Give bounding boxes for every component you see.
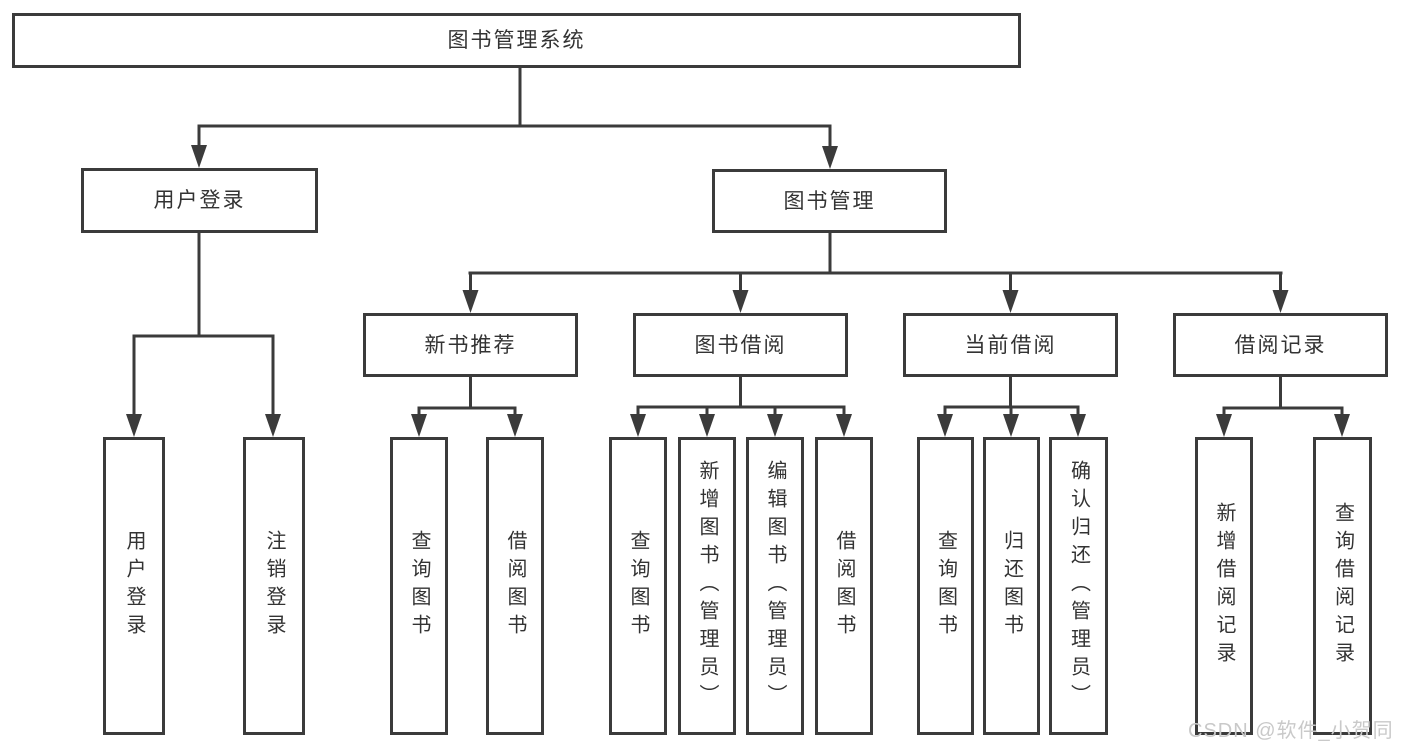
leaf-label: 用户登录	[123, 530, 145, 642]
leaf-confirm-return-admin: 确认归还（管理员）	[1049, 437, 1108, 735]
arrow-down-icon	[1002, 290, 1019, 313]
node-label: 新书推荐	[424, 333, 517, 357]
arrow-down-icon	[732, 290, 749, 313]
leaf-label: 查询图书	[627, 530, 649, 642]
leaf-label: 查询借阅记录	[1331, 502, 1354, 670]
leaf-add-borrow-record: 新增借阅记录	[1195, 437, 1253, 735]
leaf-label: 新增图书（管理员）	[696, 460, 718, 712]
arrow-down-icon	[191, 145, 207, 168]
leaf-add-book-admin: 新增图书（管理员）	[678, 437, 736, 735]
leaf-label: 新增借阅记录	[1213, 502, 1235, 670]
node-library-management-system: 图书管理系统	[12, 13, 1021, 68]
arrow-down-icon	[126, 414, 142, 437]
leaf-edit-book-admin: 编辑图书（管理员）	[746, 437, 804, 735]
leaf-label: 确认归还（管理员）	[1067, 460, 1090, 712]
arrowheads	[126, 145, 1350, 437]
node-new-book-recommend: 新书推荐	[363, 313, 578, 377]
leaf-label: 查询图书	[408, 530, 430, 642]
arrow-down-icon	[822, 146, 838, 169]
node-borrowing-records: 借阅记录	[1173, 313, 1388, 377]
leaf-logout: 注销登录	[243, 437, 305, 735]
leaf-label: 借阅图书	[833, 530, 855, 642]
node-book-management: 图书管理	[712, 169, 947, 233]
leaf-user-login: 用户登录	[103, 437, 165, 735]
node-label: 图书管理	[783, 189, 876, 213]
leaf-query-books-recommend: 查询图书	[390, 437, 448, 735]
leaf-label: 注销登录	[263, 530, 285, 642]
arrow-down-icon	[1003, 414, 1019, 437]
arrow-down-icon	[1334, 414, 1350, 437]
arrow-down-icon	[265, 414, 281, 437]
arrow-down-icon	[507, 414, 523, 437]
leaf-borrow-books: 借阅图书	[815, 437, 873, 735]
leaf-query-borrow-record: 查询借阅记录	[1313, 437, 1372, 735]
arrow-down-icon	[630, 414, 646, 437]
leaf-label: 借阅图书	[504, 530, 526, 642]
leaf-borrow-books-recommend: 借阅图书	[486, 437, 544, 735]
arrow-down-icon	[411, 414, 427, 437]
arrow-down-icon	[699, 414, 715, 437]
arrow-down-icon	[462, 290, 479, 313]
arrow-down-icon	[1272, 290, 1289, 313]
arrow-down-icon	[1070, 414, 1086, 437]
leaf-label: 归还图书	[1000, 530, 1023, 642]
node-user-login: 用户登录	[81, 168, 318, 233]
node-current-borrowing: 当前借阅	[903, 313, 1118, 377]
node-label: 借阅记录	[1234, 333, 1327, 357]
leaf-query-books-current: 查询图书	[917, 437, 974, 735]
leaf-query-books-borrow: 查询图书	[609, 437, 667, 735]
arrow-down-icon	[937, 414, 953, 437]
leaf-label: 编辑图书（管理员）	[764, 460, 786, 712]
leaf-return-books: 归还图书	[983, 437, 1040, 735]
node-label: 图书管理系统	[447, 29, 586, 52]
node-book-borrowing: 图书借阅	[633, 313, 848, 377]
arrow-down-icon	[1216, 414, 1232, 437]
arrow-down-icon	[836, 414, 852, 437]
node-label: 图书借阅	[694, 333, 787, 357]
node-label: 用户登录	[153, 189, 246, 212]
leaf-label: 查询图书	[934, 530, 957, 642]
node-label: 当前借阅	[964, 333, 1057, 357]
arrow-down-icon	[767, 414, 783, 437]
watermark-text: CSDN @软件_小贺同学	[1188, 720, 1394, 742]
